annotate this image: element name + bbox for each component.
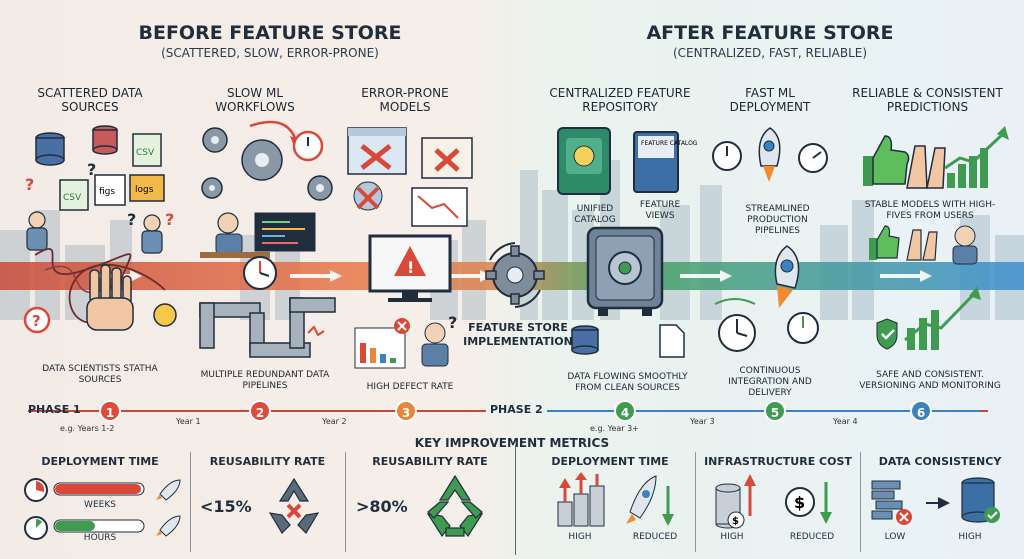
tick-label-years-1-2: e.g. Years 1-2 (60, 424, 115, 433)
rocket-icon (156, 479, 181, 501)
label-weeks: WEEKS (84, 500, 116, 510)
before-title: BEFORE FEATURE STORE (138, 22, 402, 44)
after-subtitle: (CENTRALIZED, FAST, RELIABLE) (672, 46, 868, 60)
svg-text:?: ? (165, 210, 174, 229)
stop-hand-icon (86, 264, 134, 331)
metrics-title: KEY IMPROVEMENT METRICS (414, 436, 610, 450)
sublabel-reliable: STABLE MODELS WITH HIGH-FIVES FROM USERS (864, 200, 996, 221)
svg-text:?: ? (448, 313, 457, 332)
centralized-repository-illustration: FEATURE CATALOG (557, 127, 698, 358)
metric-data-consistency-title: DATA CONSISTENCY (878, 455, 1002, 468)
tick-label-year-1: Year 1 (176, 417, 201, 426)
step-5: 5 (764, 400, 786, 422)
metric-reusability-after-title: REUSABILITY RATE (372, 455, 488, 468)
confused-face-icon (153, 303, 177, 327)
rocket-icon (156, 515, 181, 537)
after-title: AFTER FEATURE STORE (646, 22, 894, 44)
infrastructure-cost-graphic: $ $ (715, 474, 832, 529)
before-subtitle: (SCATTERED, SLOW, ERROR-PRONE) (161, 46, 379, 60)
shield-check-icon (876, 318, 898, 350)
label-low: LOW (884, 532, 906, 542)
svg-text:?: ? (127, 210, 136, 229)
document-icon (659, 324, 685, 358)
caption-slow: MULTIPLE REDUNDANT DATA PIPELINES (200, 370, 330, 391)
label-unified-catalog: UNIFIED CATALOG (574, 204, 616, 225)
svg-text:$: $ (732, 516, 739, 527)
database-icon (571, 325, 599, 355)
step-2: 2 (249, 400, 271, 422)
phase-2-label: PHASE 2 (486, 403, 547, 416)
deployment-time-bars (24, 478, 181, 540)
step-3: 3 (395, 400, 417, 422)
timeline-line-2 (500, 410, 980, 412)
svg-text:?: ? (25, 175, 34, 194)
caption-scattered: DATA SCIENTISTS STATHA SOURCES (42, 364, 158, 385)
fast-deployment-illustration (712, 127, 828, 352)
metric-before-deployment-title: DEPLOYMENT TIME (41, 455, 159, 468)
file-label-figs: figs (99, 187, 115, 197)
error-models-illustration: ! ? (347, 127, 473, 369)
file-label-csv-2: CSV (63, 193, 82, 203)
folder-label-logs: logs (135, 185, 154, 195)
svg-text:$: $ (794, 493, 805, 512)
step-1: 1 (99, 400, 121, 422)
sublabel-fast: STREAMLINED PRODUCTION PIPELINES (745, 204, 810, 236)
metric-infrastructure-cost-title: INFRASTRUCTURE COST (704, 455, 852, 468)
slow-workflow-illustration (199, 120, 336, 358)
database-icon (35, 132, 65, 166)
col-title-scattered: SCATTERED DATA SOURCES (37, 86, 143, 114)
svg-text:?: ? (32, 312, 41, 330)
step-4: 4 (614, 400, 636, 422)
phase-1-label: PHASE 1 (28, 403, 81, 416)
step-6: 6 (910, 400, 932, 422)
tick-label-year-2: Year 2 (322, 417, 347, 426)
feature-catalog-label: FEATURE CATALOG (641, 140, 698, 147)
thumbs-up-icon (869, 225, 900, 260)
pipeline-icon (199, 297, 336, 358)
col-title-error: ERROR-PRONE MODELS (361, 86, 449, 114)
center-label: FEATURE STORE IMPLEMENTATION (463, 321, 573, 348)
label-reduced-2: REDUCED (789, 532, 835, 542)
data-consistency-graphic (871, 477, 1000, 525)
col-title-fast: FAST ML DEPLOYMENT (729, 86, 811, 114)
deployment-cost-graphic (557, 472, 674, 527)
tick-label-year-3-plus: e.g. Year 3+ (590, 424, 639, 433)
tick-label-year-4: Year 4 (833, 417, 858, 426)
svg-text:!: ! (407, 258, 414, 277)
caption-reliable: SAFE AND CONSISTENT. VERSIONING AND MONI… (859, 370, 1001, 391)
col-title-reliable: RELIABLE & CONSISTENT PREDICTIONS (852, 86, 1003, 114)
recycle-broken-icon (268, 477, 320, 534)
label-reduced-1: REDUCED (632, 532, 678, 542)
database-icon (92, 125, 118, 155)
col-title-centralized: CENTRALIZED FEATURE REPOSITORY (549, 86, 691, 114)
reusability-before-value: <15% (200, 497, 252, 516)
rocket-icon (626, 475, 657, 524)
high-five-icon (906, 145, 946, 189)
reusability-after-value: >80% (356, 497, 408, 516)
svg-text:?: ? (87, 160, 96, 179)
reliable-predictions-illustration (863, 126, 1009, 350)
col-title-slow: SLOW ML WORKFLOWS (215, 86, 295, 114)
rocket-icon (774, 245, 800, 308)
file-label-csv: CSV (136, 148, 155, 158)
caption-error: HIGH DEFECT RATE (366, 382, 454, 392)
metric-reusability-before-title: REUSABILITY RATE (209, 455, 326, 468)
label-high-2: HIGH (720, 532, 744, 542)
implementation-gear-icon (485, 242, 545, 308)
bar-chart-icon (944, 126, 1009, 188)
label-high-3: HIGH (958, 532, 982, 542)
thumbs-up-icon (863, 135, 910, 186)
stressed-person-icon (424, 322, 446, 344)
label-high-1: HIGH (568, 532, 592, 542)
tick-label-year-3: Year 3 (690, 417, 715, 426)
metric-after-deployment-title: DEPLOYMENT TIME (551, 455, 669, 468)
label-hours: HOURS (83, 533, 117, 543)
label-feature-views: FEATURE VIEWS (639, 200, 681, 221)
recycle-icon (426, 474, 484, 538)
warning-icon (394, 246, 426, 276)
caption-centralized: DATA FLOWING SMOOTHLY FROM CLEAN SOURCES (567, 372, 688, 393)
caption-fast: CONTINUOUS INTEGRATION AND DELIVERY (728, 366, 812, 398)
scattered-data-illustration: CSV CSV figs logs ?? ?? ? (23, 125, 177, 334)
rocket-icon (758, 127, 781, 182)
